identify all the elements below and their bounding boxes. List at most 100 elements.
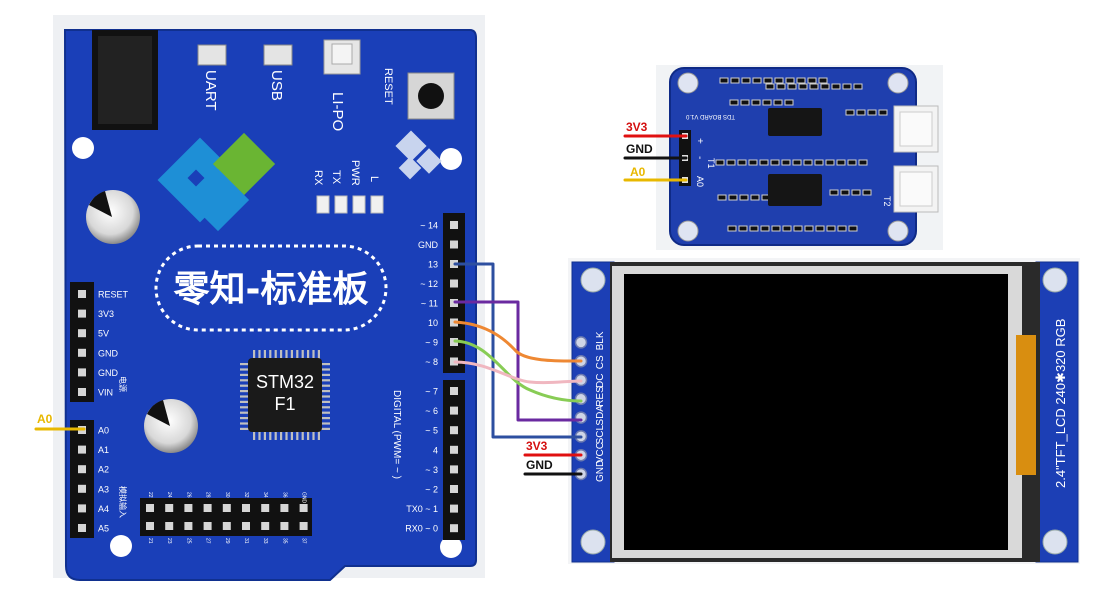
- lcd-pin-label: SCL: [595, 425, 606, 445]
- bottom-pin-label: GND: [301, 492, 307, 504]
- label-uart: UART: [202, 70, 219, 111]
- sensor-board-name: TDS BOARD V1.0: [685, 113, 735, 119]
- smd-component: [738, 225, 748, 232]
- digital-pin: [450, 504, 458, 513]
- bottom-pin-label: 26: [185, 492, 191, 498]
- smd-component: [818, 77, 828, 84]
- analog-pin: [78, 465, 86, 474]
- bottom-header-pin: [165, 504, 174, 512]
- sensor-ic: [768, 174, 822, 206]
- smd-component: [739, 194, 749, 201]
- bottom-pin-label: 33: [262, 538, 268, 544]
- label-lcd-gnd: GND: [526, 458, 553, 472]
- digital-pin-label: ~ 3: [425, 465, 438, 475]
- smd-component: [796, 77, 806, 84]
- led-rx: [316, 195, 330, 214]
- chip-pin: [307, 350, 310, 359]
- wire-d8-dc: [453, 360, 583, 385]
- chip-pin: [312, 431, 315, 440]
- bottom-header-pin: [203, 522, 212, 530]
- smd-component: [803, 159, 813, 166]
- smd-component: [752, 77, 762, 84]
- chip-pin: [240, 400, 249, 403]
- chip-pin: [240, 368, 249, 371]
- chip-pin: [269, 350, 272, 359]
- digital-pin-label: ~ 5: [425, 426, 438, 436]
- digital-pin-label: ~ 14: [420, 221, 438, 231]
- bottom-pin-label: 37: [301, 538, 307, 544]
- chip-pin: [240, 395, 249, 398]
- wire-d10-res: [453, 320, 583, 363]
- smd-component: [717, 194, 727, 201]
- chip-pin: [321, 422, 330, 425]
- smd-component: [715, 159, 725, 166]
- board-title-badge: [154, 244, 388, 332]
- power-pin: [78, 290, 86, 298]
- digital-pin-label: TX0 ~ 1: [406, 504, 438, 514]
- chip-pin: [240, 390, 249, 393]
- mount-hole: [440, 536, 462, 558]
- chip-pin: [258, 431, 261, 440]
- lcd-pin-label: BLK: [595, 331, 606, 350]
- smd-component: [807, 77, 817, 84]
- digital-pin-label: ~ 11: [421, 299, 438, 309]
- analog-pin-label: A5: [98, 524, 109, 534]
- chip-pin: [321, 400, 330, 403]
- power-pin-label: 5V: [98, 329, 109, 339]
- smd-component: [726, 159, 736, 166]
- digital-pin: [450, 524, 458, 533]
- smd-component: [719, 77, 729, 84]
- smd-component: [842, 83, 852, 90]
- chip-pin: [240, 406, 249, 409]
- smd-component: [782, 225, 792, 232]
- chip-pin: [321, 406, 330, 409]
- led-l: [370, 195, 384, 214]
- lcd-pin-label: DC: [595, 374, 606, 388]
- digital-pin-label: ~ 6: [425, 406, 438, 416]
- capacitor: [86, 190, 140, 244]
- lcd-mount-hole: [580, 529, 606, 555]
- small-logo-icon: [395, 130, 442, 180]
- smd-component: [853, 83, 863, 90]
- smd-component: [741, 77, 751, 84]
- led-tx: [334, 195, 348, 214]
- smd-component: [831, 83, 841, 90]
- analog-pin-label: A4: [98, 504, 109, 514]
- chip-pin: [321, 411, 330, 414]
- lcd-mount-hole: [1042, 529, 1068, 555]
- chip-pin: [253, 350, 256, 359]
- chip-pin: [280, 431, 283, 440]
- smd-component: [856, 109, 866, 116]
- chip-pin: [321, 384, 330, 387]
- bottom-pin-label: 23: [166, 538, 172, 544]
- analog-pin: [78, 445, 86, 454]
- label-led-l: L: [368, 176, 380, 182]
- bottom-header-pin: [203, 504, 212, 512]
- digital-pin-label: 13: [428, 260, 438, 270]
- bottom-pin-label: 24: [166, 492, 172, 498]
- smd-component: [771, 225, 781, 232]
- digital-pin: [450, 387, 458, 395]
- smd-component: [878, 109, 888, 116]
- mount-hole: [72, 137, 94, 159]
- smd-component: [815, 225, 825, 232]
- lcd-pin-label: RES: [595, 386, 606, 407]
- analog-pin-label: A2: [98, 465, 109, 475]
- chip-pin: [321, 379, 330, 382]
- chip-pin: [280, 350, 283, 359]
- bottom-header-pin: [184, 522, 193, 530]
- analog-pin: [78, 524, 86, 532]
- analog-pin: [78, 484, 86, 493]
- smd-component: [829, 189, 839, 196]
- reset-button-cap[interactable]: [418, 83, 444, 109]
- bottom-pin-label: 34: [262, 492, 268, 498]
- chip-pin: [296, 431, 299, 440]
- chip-pin: [240, 379, 249, 382]
- chip-pin: [290, 350, 293, 359]
- bottom-pin-label: 22: [147, 492, 153, 498]
- sensor-pin-plus: +: [694, 138, 705, 144]
- bottom-pin-label: 31: [243, 538, 249, 544]
- chip-pin: [317, 431, 320, 440]
